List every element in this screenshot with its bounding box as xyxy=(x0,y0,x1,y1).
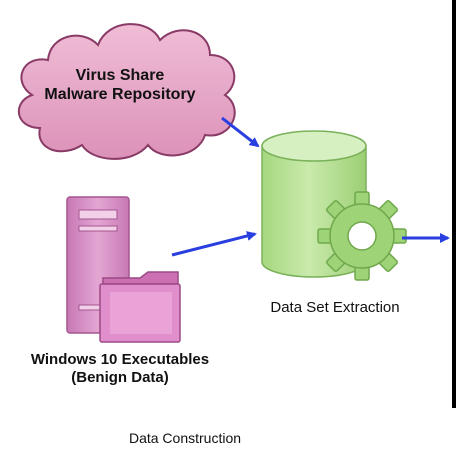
windows-label-line2: (Benign Data) xyxy=(71,369,169,386)
diagram-caption: Data Construction xyxy=(128,430,242,446)
extraction-label: Data Set Extraction xyxy=(270,299,400,316)
folder-icon xyxy=(99,271,181,343)
windows-label: Windows 10 Executables (Benign Data) xyxy=(0,351,240,387)
cloud-label-line1: Virus Share xyxy=(75,67,165,84)
windows-label-line1: Windows 10 Executables xyxy=(30,351,210,368)
gear-icon xyxy=(317,191,407,281)
cloud-label-line2: Malware Repository xyxy=(44,86,196,104)
computer-to-database-arrow xyxy=(171,231,257,257)
cloud-icon xyxy=(17,23,236,160)
cloud-label: Virus Share Malware Repository xyxy=(0,66,240,104)
cloud-to-database-arrow xyxy=(221,116,260,148)
